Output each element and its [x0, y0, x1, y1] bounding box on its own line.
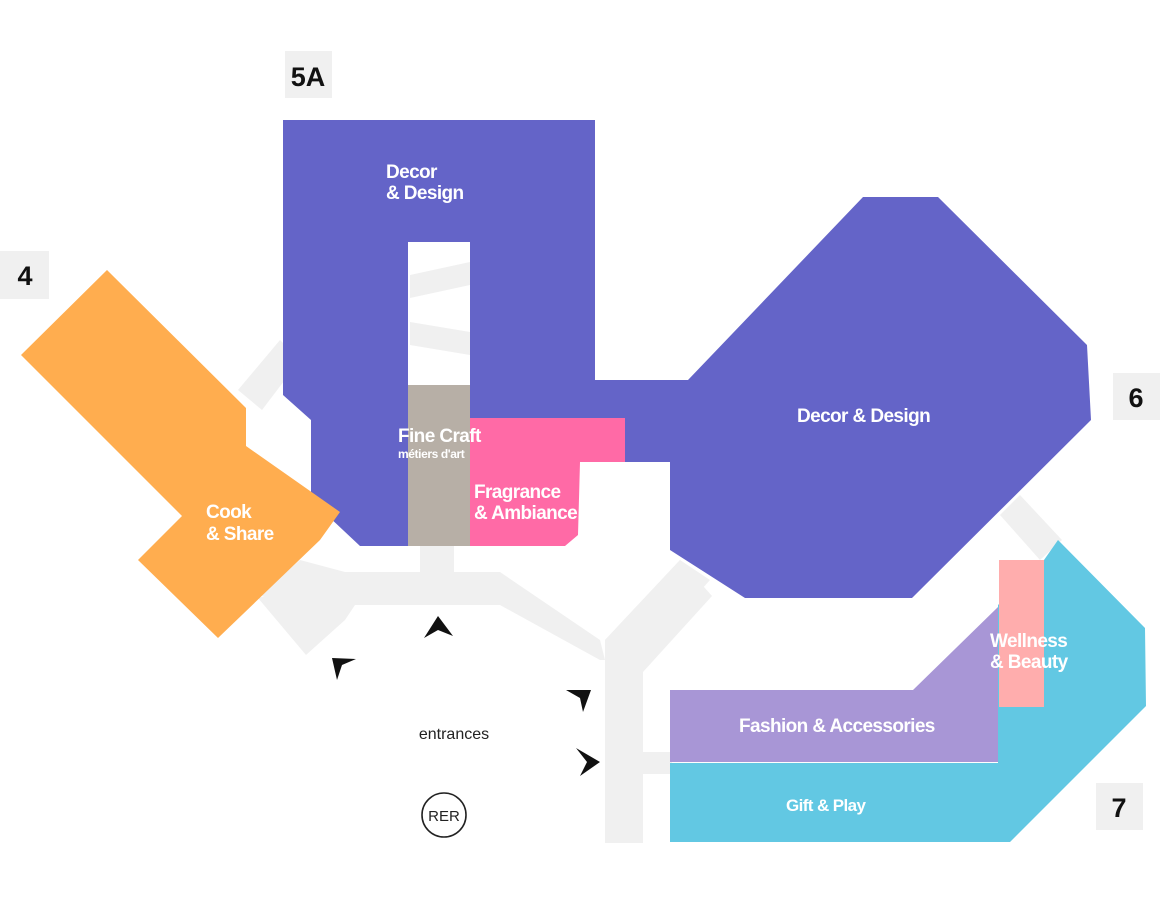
hall-badge-6: 6: [1113, 373, 1160, 420]
zone-decor-left-label-1: Decor: [386, 162, 438, 183]
corridor-top-band-1: [410, 262, 470, 298]
hall-badge-7: 7: [1096, 783, 1143, 830]
zone-cook-label-1: Cook: [206, 502, 252, 523]
hall-label-7: 7: [1111, 793, 1126, 823]
zone-wellness-label-2: & Beauty: [990, 652, 1069, 673]
hall-badge-bg: [285, 51, 332, 98]
zone-fine-craft-label: Fine Craft: [398, 426, 482, 447]
zone-fashion-shape[interactable]: [670, 607, 998, 762]
hall-label-6: 6: [1128, 383, 1143, 413]
hall-badge-4: 4: [0, 251, 49, 299]
zone-decor-left-shape[interactable]: [283, 120, 688, 546]
corridor-vertical: [605, 640, 643, 843]
corridor-right-diagonal: [605, 560, 712, 672]
zone-fine-craft-sublabel: métiers d'art: [398, 447, 465, 461]
entrance-arrow-icon: [576, 748, 600, 776]
zone-wellness-label-1: Wellness: [990, 631, 1067, 652]
entrance-arrow-icon: [566, 690, 591, 712]
corridor-top-band-2: [410, 322, 470, 355]
hall-badge-bg: [1096, 783, 1143, 830]
zone-wellness-shape[interactable]: [999, 560, 1044, 707]
entrance-arrows: [332, 616, 600, 776]
entrances-label: entrances: [419, 726, 489, 743]
zone-fine-craft-shape[interactable]: [408, 385, 470, 546]
corridors: [238, 262, 1062, 843]
zone-decor-right-shape[interactable]: [670, 197, 1091, 598]
corridor-main-spine: [258, 572, 605, 660]
zone-fragrance-shape[interactable]: [470, 418, 625, 546]
rer-station: RER: [421, 792, 467, 838]
rer-icon: [421, 792, 467, 838]
zone-decor-right-label: Decor & Design: [797, 406, 930, 427]
zone-cook-label-2: & Share: [206, 524, 274, 545]
hall-badge-bg: [0, 251, 49, 299]
zone-decor-left-label-2: & Design: [386, 183, 464, 204]
corridor-hall7-diagonal: [1000, 495, 1062, 560]
entrance-arrow-icon: [424, 616, 453, 638]
hall-badge-bg: [1113, 373, 1160, 420]
zone-fragrance-label-2: & Ambiance: [474, 503, 577, 524]
zone-cook-shape[interactable]: [21, 270, 340, 638]
hall-label-5a: 5A: [291, 62, 326, 92]
hall-badge-5a: 5A: [285, 51, 332, 98]
hall-label-4: 4: [17, 261, 32, 291]
entrance-arrow-icon: [332, 658, 356, 680]
rer-label: RER: [428, 808, 460, 825]
corridor-center-stub: [420, 540, 454, 580]
zone-fragrance-label-1: Fragrance: [474, 482, 561, 503]
zone-gift-label: Gift & Play: [786, 796, 867, 815]
corridor-gift-link: [640, 752, 672, 774]
zone-fashion-label: Fashion & Accessories: [739, 716, 935, 737]
